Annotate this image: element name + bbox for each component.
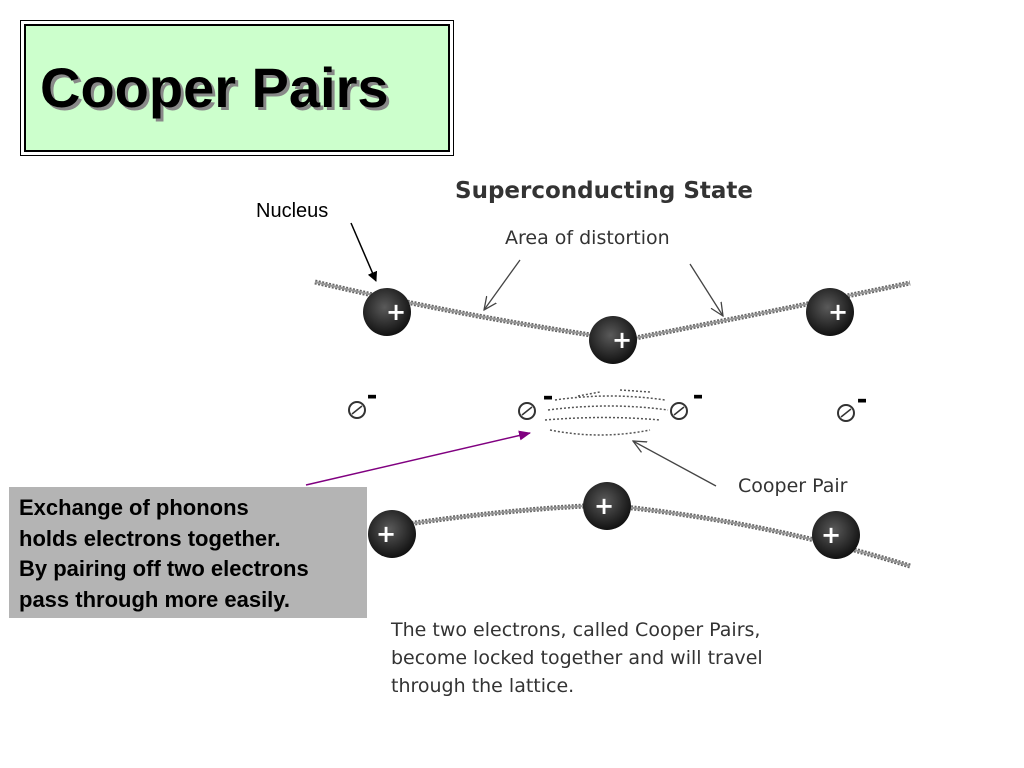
ion-upper-right-sign: +	[828, 298, 848, 326]
ion-upper-left-sign: +	[386, 298, 406, 326]
cooper-pair-label: Cooper Pair	[738, 475, 848, 497]
ion-upper-left: +	[363, 288, 411, 336]
ion-lower-center-sign: +	[594, 492, 614, 520]
caption-line-3: through the lattice.	[391, 675, 574, 697]
nucleus-arrow	[350, 222, 378, 282]
slide-title: Cooper Pairs	[40, 56, 389, 119]
ion-lower-left: +	[368, 510, 416, 558]
title-box: Cooper Pairs	[20, 20, 454, 156]
distortion-label: Area of distortion	[505, 227, 670, 249]
caption-line-2: become locked together and will travel	[391, 647, 763, 669]
ion-upper-right: +	[806, 288, 854, 336]
diagram-heading: Superconducting State	[455, 178, 753, 204]
nucleus-label: Nucleus	[256, 200, 328, 222]
electron-4: -	[837, 385, 868, 422]
electron-4-sign: -	[857, 385, 868, 415]
electron-2-sign: -	[543, 382, 554, 412]
distortion-arrow-right	[689, 263, 723, 316]
ion-lower-right: +	[812, 511, 860, 559]
callout-line-1: Exchange of phonons	[19, 495, 249, 520]
ion-upper-center: +	[589, 316, 637, 364]
electron-3: -	[670, 381, 704, 420]
callout-box: Exchange of phonons holds electrons toge…	[9, 487, 367, 618]
callout-line-3: By pairing off two electrons	[19, 556, 309, 581]
ion-lower-center: +	[583, 482, 631, 530]
distortion-arrow-left	[484, 259, 521, 310]
ion-lower-left-sign: +	[376, 520, 396, 548]
phonon-pointer-line	[305, 430, 531, 486]
electron-2: -	[518, 382, 554, 420]
electron-1: -	[348, 381, 378, 419]
callout-line-2: holds electrons together.	[19, 525, 281, 551]
cooper-pair-arrow	[633, 441, 717, 487]
ion-lower-right-sign: +	[821, 521, 841, 549]
callout-line-4: pass through more easily.	[19, 586, 291, 612]
electron-3-sign: -	[693, 381, 704, 411]
ion-upper-center-sign: +	[612, 326, 632, 354]
cooper-pair-cloud	[544, 389, 669, 436]
caption-line-1: The two electrons, called Cooper Pairs,	[390, 619, 760, 641]
electron-1-sign: -	[367, 381, 378, 411]
